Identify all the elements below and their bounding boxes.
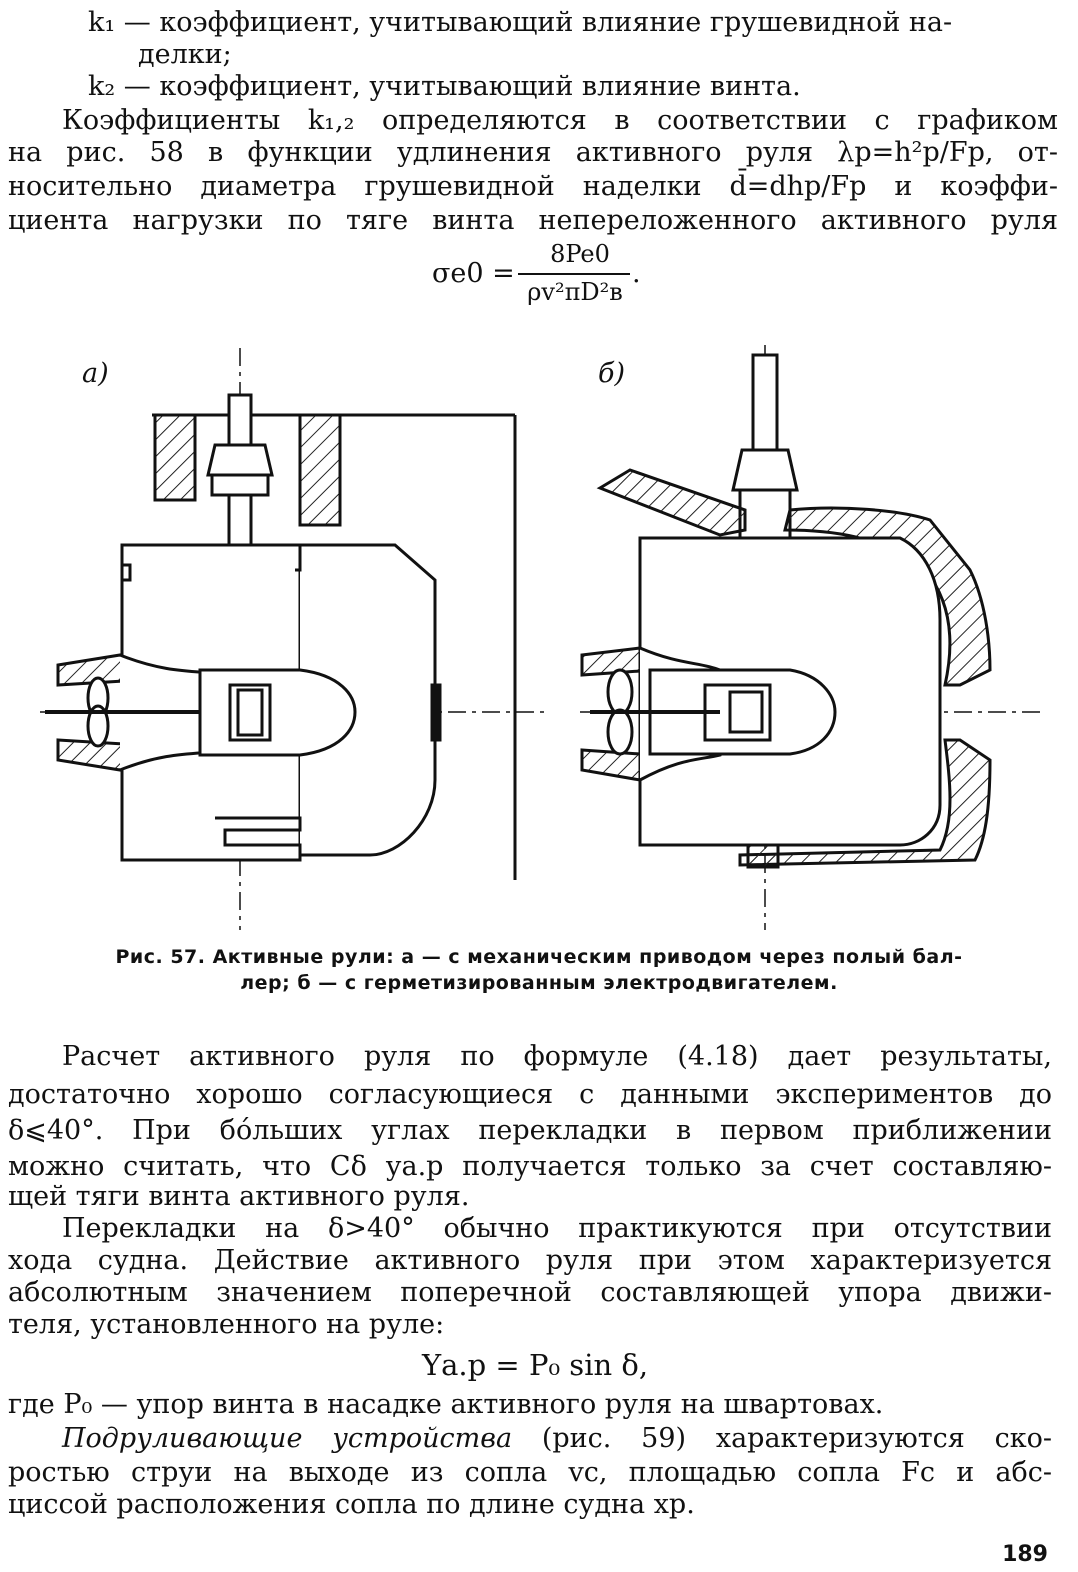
figure-label-b: б) xyxy=(598,358,626,389)
drawing-a xyxy=(40,348,545,930)
formula-lateral-thrust: Yа.р = P₀ sin δ, xyxy=(422,1348,649,1382)
figure-caption-line1: Рис. 57. Активные рули: а — с механическ… xyxy=(115,946,963,968)
paragraph-line: Подруливающие устройства (рис. 59) харак… xyxy=(62,1422,1052,1456)
paragraph-line: щей тяги винта активного руля. xyxy=(8,1181,470,1212)
page-number: 189 xyxy=(1002,1542,1048,1567)
figure-caption-line2: лер; б — с герметизированным электродвиг… xyxy=(240,972,838,994)
italic-term: Подруливающие устройства xyxy=(62,1423,513,1454)
paragraph-line: достаточно хорошо согласующиеся с данным… xyxy=(8,1079,1052,1110)
paragraph-line: теля, установленного на руле: xyxy=(8,1309,445,1340)
formula-sigma-period: . xyxy=(632,258,641,289)
active-rudder-drawings xyxy=(40,345,1045,930)
paragraph-line: Коэффициенты k₁,₂ определяются в соответ… xyxy=(62,105,1058,136)
figure-label-a: а) xyxy=(82,358,109,389)
paragraph-line: Перекладки на δ>40° обычно практикуются … xyxy=(62,1213,1052,1244)
paragraph-line: где P₀ — упор винта в насадке активного … xyxy=(8,1389,884,1420)
drawing-b xyxy=(580,345,1045,930)
formula-sigma-numerator: 8Pe0 xyxy=(550,240,610,268)
paragraph-line: ростью струи на выходе из сопла vс, площ… xyxy=(8,1457,1052,1488)
paragraph-line: носительно диаметра грушевидной наделки … xyxy=(8,171,1058,202)
paragraph-line: δ⩽40°. При бо́льших углах перекладки в п… xyxy=(8,1115,1052,1146)
definition-k1-cont: делки; xyxy=(138,39,232,70)
paragraph-line: можно считать, что Cδ уа.р получается то… xyxy=(8,1151,1052,1182)
fraction-bar xyxy=(518,273,630,275)
figure-57: а) б) xyxy=(0,340,1078,940)
definition-k1: k₁ — коэффициент, учитывающий влияние гр… xyxy=(88,7,953,38)
paragraph-line-rest: (рис. 59) характеризуются ско- xyxy=(512,1423,1052,1454)
formula-sigma-lhs: σe0 = xyxy=(432,258,515,289)
paragraph-line: циента нагрузки по тяге винта непереложе… xyxy=(8,205,1058,236)
paragraph-line: на рис. 58 в функции удлинения активного… xyxy=(8,137,1058,168)
paragraph-line: абсолютным значением поперечной составля… xyxy=(8,1277,1052,1308)
definition-k2: k₂ — коэффициент, учитывающий влияние ви… xyxy=(88,71,801,102)
paragraph-line: хода судна. Действие активного руля при … xyxy=(8,1245,1052,1276)
formula-sigma-denominator: ρv²πD²в xyxy=(527,278,623,306)
paragraph-line: Расчет активного руля по формуле (4.18) … xyxy=(62,1041,1052,1072)
paragraph-line: циссой расположения сопла по длине судна… xyxy=(8,1489,695,1520)
